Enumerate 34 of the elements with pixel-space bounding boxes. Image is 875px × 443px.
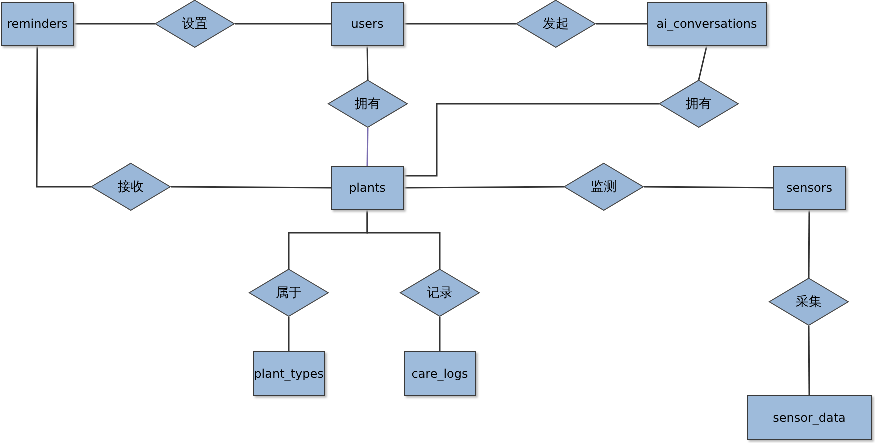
connector-line [36,46,91,188]
entity-box: reminders [1,2,74,46]
entity-box: users [331,2,404,46]
connector-line [808,210,810,278]
connector-line [808,326,810,395]
connector-line [404,186,564,189]
connector-line [235,23,331,25]
connector-line [644,186,773,189]
entity-box: sensor_data [747,395,872,440]
connector-line [596,23,647,25]
relationship-diamond: 拥有 [328,80,408,128]
entity-box: care_logs [404,351,476,396]
connector-line [366,210,441,269]
relationship-diamond: 拥有 [659,80,739,128]
entity-box: ai_conversations [647,2,767,46]
entity-box: sensors [773,166,846,210]
relationship-diamond: 发起 [516,0,596,48]
relationship-diamond: 采集 [769,278,849,326]
connector-line [288,317,290,351]
relationship-diamond: 监测 [564,163,644,211]
entity-box: plants [331,166,404,210]
connector-line [74,23,155,25]
connector-line [439,317,441,351]
connector-line [171,186,331,189]
entity-box: plant_types [253,351,325,396]
connector-line [404,23,516,25]
relationship-diamond: 属于 [249,269,329,317]
connector-line [404,103,659,177]
relationship-diamond: 接收 [91,163,171,211]
connector-line [366,128,369,166]
relationship-diamond: 设置 [155,0,235,48]
relationship-diamond: 记录 [400,269,480,317]
connector-line [366,46,369,80]
connector-line [698,46,708,80]
